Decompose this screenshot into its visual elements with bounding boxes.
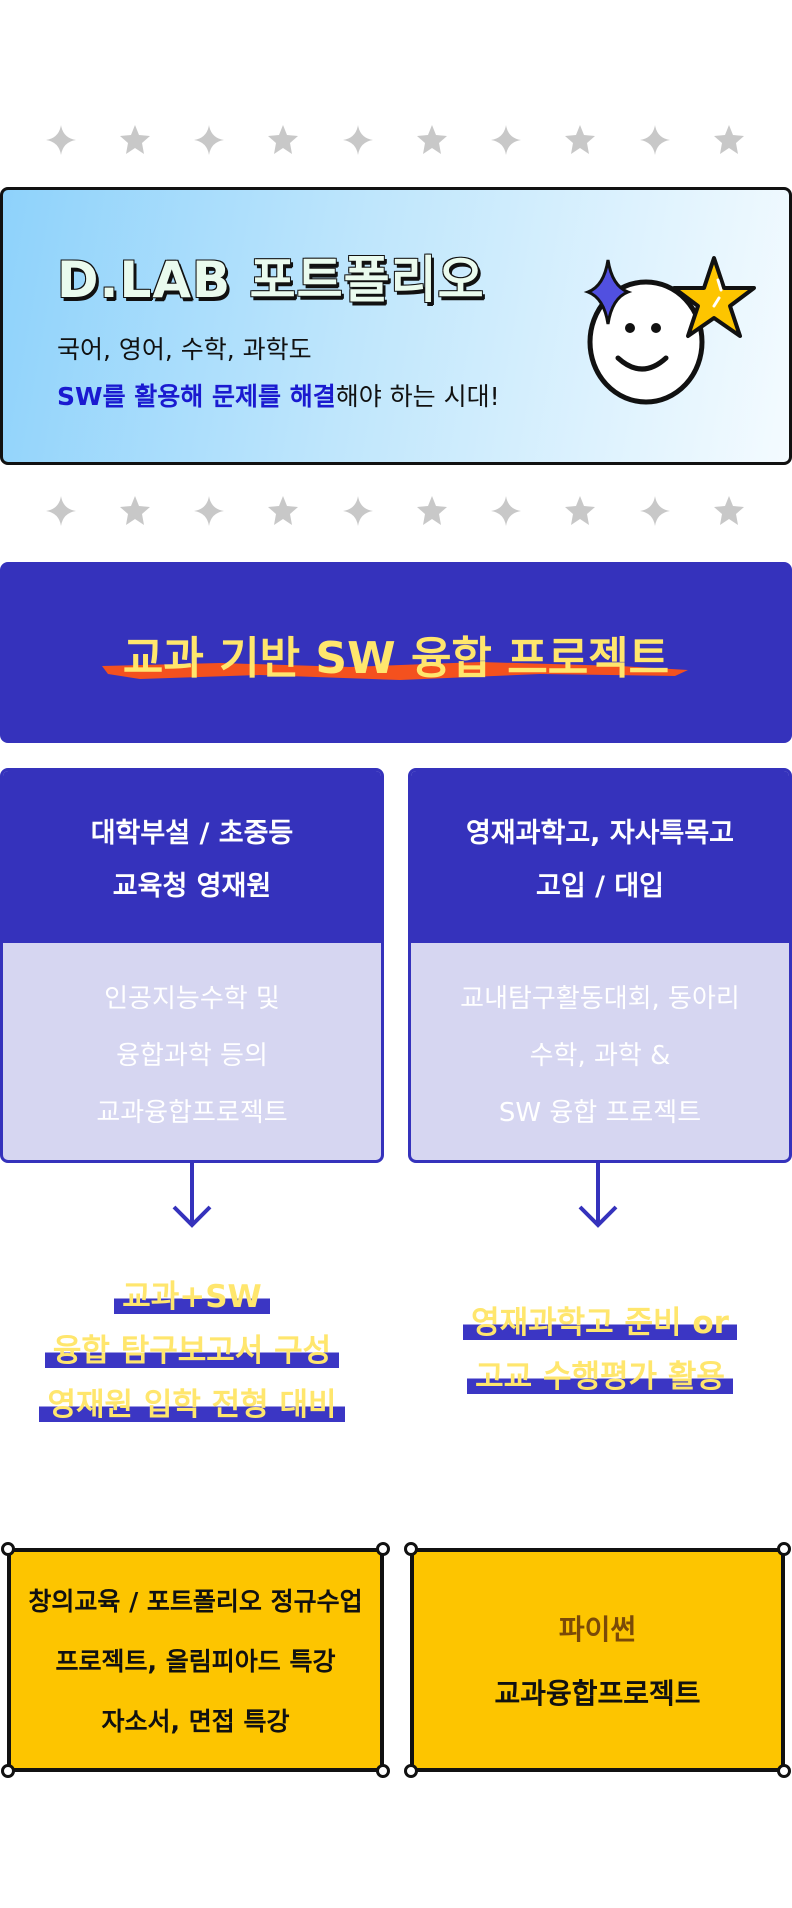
hero-highlight: SW를 활용해 문제를 해결 xyxy=(57,382,336,411)
star-row-bottom xyxy=(0,494,792,534)
brush-stroke-decoration xyxy=(102,662,688,680)
program-box-python: 파이썬 교과융합프로젝트 xyxy=(404,1542,791,1778)
sparkle-icon xyxy=(343,125,373,155)
sparkle-icon xyxy=(640,125,670,155)
star-row-top xyxy=(0,123,792,163)
arrow-down-icon xyxy=(578,1163,618,1228)
sparkle-icon xyxy=(491,496,521,526)
hero-line-2-rest: 해야 하는 시대! xyxy=(335,382,500,411)
star-icon xyxy=(268,496,298,525)
star-icon xyxy=(417,496,447,525)
sparkle-icon xyxy=(46,125,76,155)
outcome-line: 교과+SW xyxy=(114,1280,270,1314)
sparkle-icon xyxy=(194,125,224,155)
star-icon xyxy=(714,125,744,154)
card-body-line: 교내탐구활동대회, 동아리 xyxy=(460,983,740,1014)
card-body-line: 인공지능수학 및 xyxy=(104,983,280,1014)
program-highlight: 파이썬 xyxy=(558,1613,637,1646)
program-line: 자소서, 면접 특강 xyxy=(101,1707,290,1736)
sparkle-icon xyxy=(491,125,521,155)
hero-banner: D.LAB 포트폴리오 국어, 영어, 수학, 과학도 SW를 활용해 문제를 … xyxy=(0,187,792,465)
outcome-left: 교과+SW 융합 탐구보고서 구성 영재원 입학 전형 대비 xyxy=(0,1280,384,1422)
card-header-line: 영재과학고, 자사특목고 xyxy=(465,818,735,849)
card-header-line: 고입 / 대입 xyxy=(535,871,665,902)
arrow-down-icon xyxy=(172,1163,212,1228)
outcome-line: 영재원 입학 전형 대비 xyxy=(39,1388,345,1422)
star-icon xyxy=(714,496,744,525)
card-body-line: 수학, 과학 & xyxy=(529,1040,671,1071)
star-icon xyxy=(565,125,595,154)
section-title: 교과 기반 SW 융합 프로젝트 xyxy=(122,633,670,684)
program-line: 창의교육 / 포트폴리오 정규수업 xyxy=(28,1587,363,1616)
outcome-line: 융합 탐구보고서 구성 xyxy=(44,1334,340,1368)
program-line: 교과융합프로젝트 xyxy=(494,1677,701,1710)
section-header: 교과 기반 SW 융합 프로젝트 xyxy=(0,562,792,743)
star-icon xyxy=(120,125,150,154)
outcome-line: 영재과학고 준비 or xyxy=(463,1306,737,1340)
hero-title: D.LAB 포트폴리오 xyxy=(57,251,485,309)
program-box-regular: 창의교육 / 포트폴리오 정규수업 프로젝트, 올림피아드 특강 자소서, 면접… xyxy=(1,1542,390,1778)
hero-line-1: 국어, 영어, 수학, 과학도 xyxy=(57,335,312,364)
card-body-line: 교과융합프로젝트 xyxy=(96,1097,288,1128)
hero-line-2: SW를 활용해 문제를 해결해야 하는 시대! xyxy=(57,377,500,413)
sparkle-icon xyxy=(194,496,224,526)
card-header-line: 대학부설 / 초중등 xyxy=(90,818,294,849)
card-body-line: SW 융합 프로젝트 xyxy=(498,1097,702,1128)
sparkle-icon xyxy=(46,496,76,526)
star-icon xyxy=(120,496,150,525)
star-icon xyxy=(565,496,595,525)
outcome-right: 영재과학고 준비 or 고교 수행평가 활용 xyxy=(408,1306,792,1394)
card-header-line: 교육청 영재원 xyxy=(112,871,272,902)
program-line: 프로젝트, 올림피아드 특강 xyxy=(55,1647,336,1676)
card-body-line: 융합과학 등의 xyxy=(116,1040,268,1071)
smiley-icon xyxy=(583,256,756,405)
star-icon xyxy=(268,125,298,154)
sparkle-icon xyxy=(343,496,373,526)
sparkle-icon xyxy=(640,496,670,526)
outcome-line: 고교 수행평가 활용 xyxy=(467,1360,733,1394)
star-icon xyxy=(417,125,447,154)
